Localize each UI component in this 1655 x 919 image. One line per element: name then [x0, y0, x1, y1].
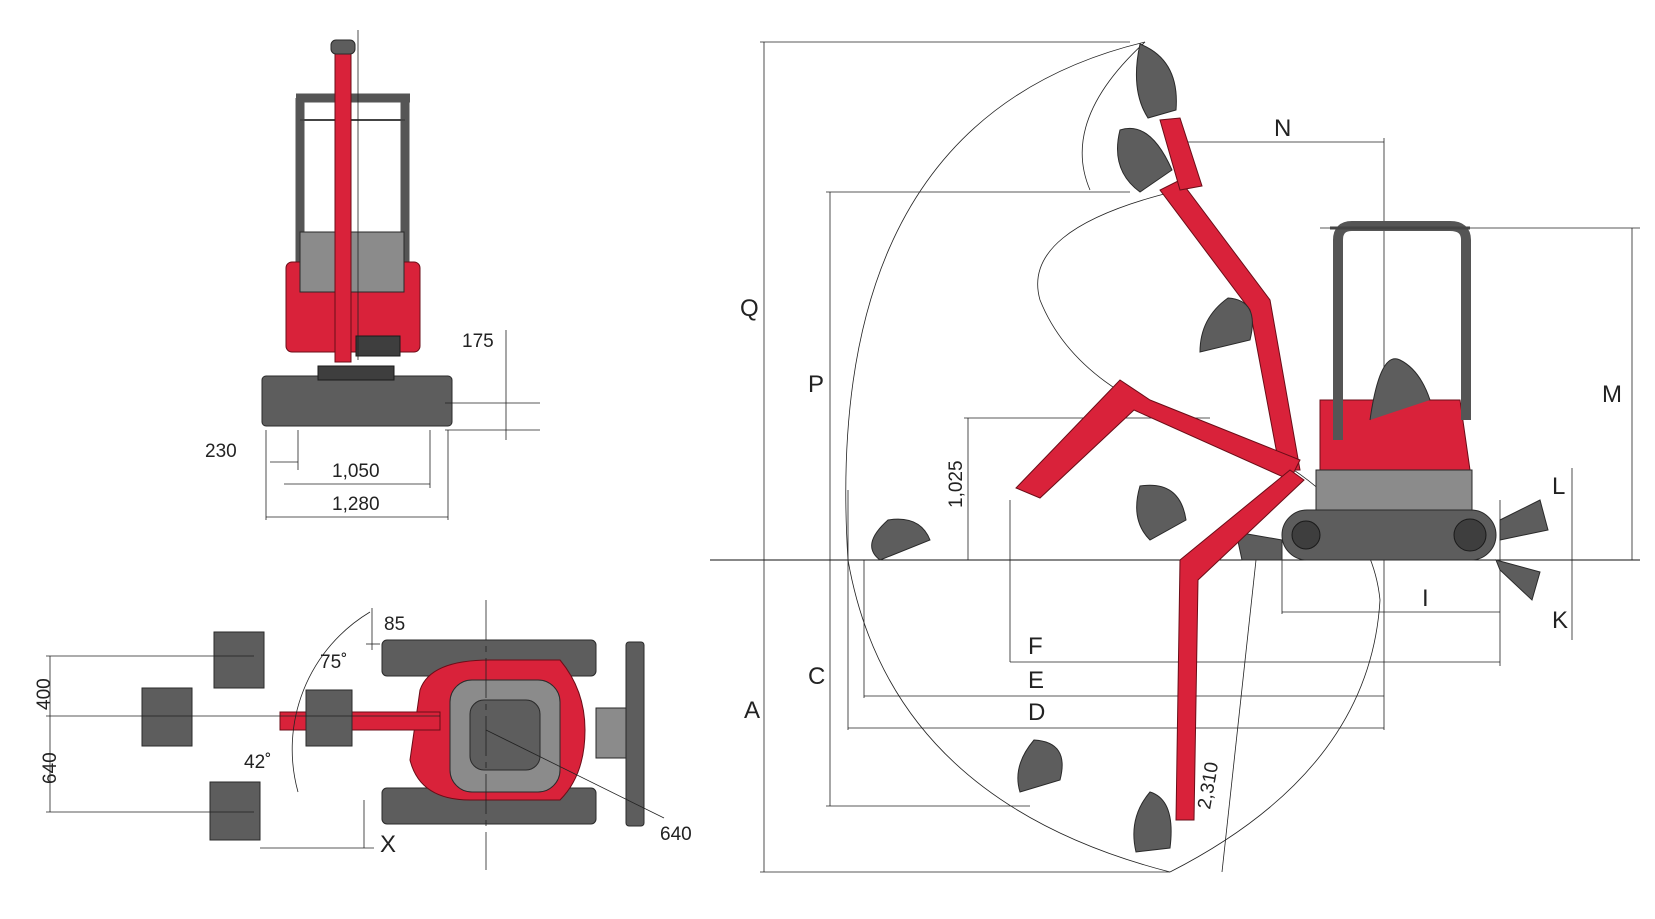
label-x: X [380, 831, 396, 858]
label-m: M [1602, 381, 1622, 408]
label-n: N [1274, 115, 1291, 142]
bucket-top [1135, 43, 1177, 119]
front-boom [334, 41, 352, 363]
bucket-below [1017, 739, 1063, 793]
label-q: Q [740, 295, 759, 322]
bucket-reach [871, 518, 931, 561]
top-blade [625, 641, 645, 827]
top-bucket-offset [305, 689, 353, 747]
top-bucket-left [213, 631, 265, 689]
dim-angle-left: 75˚ [320, 652, 347, 673]
label-e: E [1028, 667, 1044, 694]
top-boom [279, 711, 441, 731]
label-p: P [808, 371, 824, 398]
front-track-center [317, 365, 395, 381]
bucket-mid [1199, 297, 1253, 353]
side-blade-rear [1235, 531, 1283, 561]
front-dimensions: 175 230 1,050 1,280 [205, 330, 540, 520]
label-a: A [744, 697, 760, 724]
arm-raised [1159, 117, 1203, 191]
bucket-high [1117, 128, 1173, 193]
dim-dump-clearance: 1,025 [946, 460, 967, 508]
dim-offset-left: 400 [34, 678, 55, 710]
top-view: 400 640 85 75˚ 42˚ 640 X [34, 600, 692, 870]
side-blade-up [1499, 499, 1549, 541]
side-view: 2,310 1,025 Q P C A N [710, 41, 1640, 873]
bucket-ground [1136, 484, 1187, 541]
boom-dig [1175, 469, 1305, 821]
dim-angle-right: 42˚ [244, 752, 271, 773]
front-grille [355, 335, 401, 357]
front-blade [261, 375, 453, 427]
reach-envelope-outer [845, 41, 1171, 873]
front-boom-tip [330, 39, 356, 55]
dim-tail-radius: 640 [660, 824, 692, 845]
bucket-bottom [1133, 791, 1172, 853]
dim-swing-radius: 2,310 [1194, 760, 1223, 810]
boom-reach [1015, 379, 1301, 499]
dim-ground-clearance: 175 [462, 331, 494, 352]
dim-offset-85: 85 [384, 614, 405, 635]
top-bucket-right [209, 781, 261, 841]
side-canopy [1333, 221, 1471, 440]
front-seat [299, 231, 405, 293]
label-c: C [808, 663, 825, 690]
label-i: I [1422, 585, 1429, 612]
dim-offset-right: 640 [40, 752, 61, 784]
dim-track-shoe: 230 [205, 441, 237, 462]
side-blade-down [1495, 559, 1541, 601]
dim-overall-width: 1,280 [332, 494, 380, 515]
side-seat [1369, 358, 1431, 421]
label-l: L [1552, 473, 1565, 500]
top-bucket-center [141, 687, 193, 747]
dim-track-gauge: 1,050 [332, 461, 380, 482]
front-view: 175 230 1,050 1,280 [205, 30, 540, 520]
label-d: D [1028, 699, 1045, 726]
label-k: K [1552, 607, 1568, 634]
label-f: F [1028, 633, 1043, 660]
